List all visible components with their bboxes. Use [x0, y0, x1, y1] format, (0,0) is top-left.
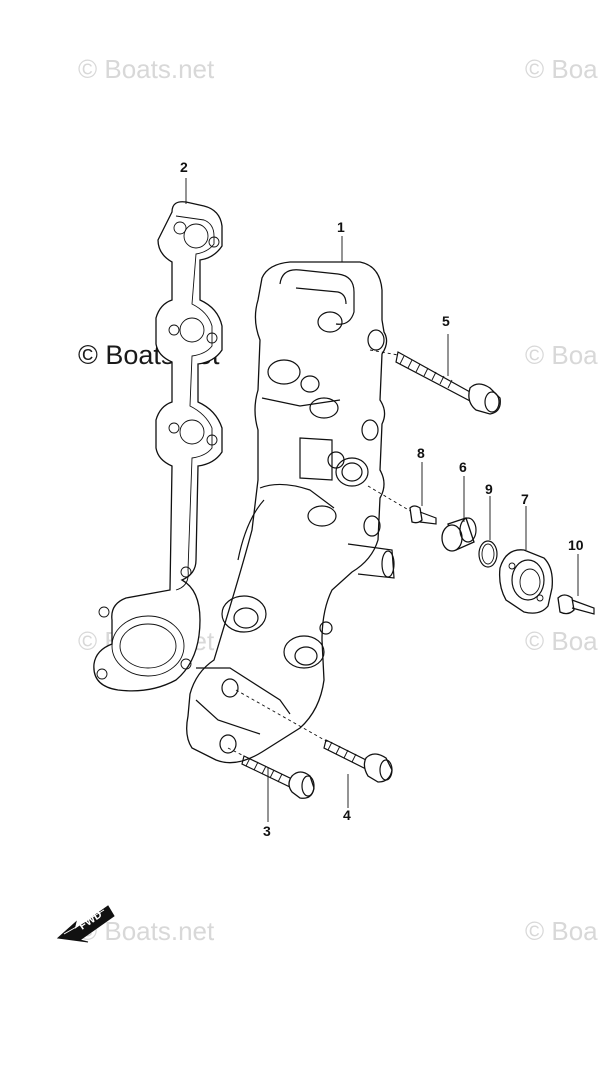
bolt-part-4[interactable]: [235, 689, 393, 783]
callout-9: 9: [485, 481, 493, 497]
callout-1: 1: [337, 219, 345, 235]
cover-part-7[interactable]: [498, 549, 553, 614]
thermostat-part-6[interactable]: [441, 517, 477, 552]
bolt-part-10[interactable]: [557, 594, 595, 615]
callout-10: 10: [568, 537, 584, 553]
callout-4: 4: [343, 807, 351, 823]
callout-6: 6: [459, 459, 467, 475]
bolt-part-5[interactable]: [369, 349, 501, 415]
manifold-part-1[interactable]: [186, 261, 395, 764]
callout-5: 5: [442, 313, 450, 329]
leader-lines: [185, 178, 579, 822]
o-ring-part-9[interactable]: [478, 540, 498, 568]
gasket-part-2[interactable]: [93, 201, 223, 692]
bolt-part-8[interactable]: [367, 485, 437, 525]
fwd-arrow-icon: FWD: [56, 905, 115, 943]
bolt-part-3[interactable]: [227, 747, 315, 799]
callout-2: 2: [180, 159, 188, 175]
callout-7: 7: [521, 491, 529, 507]
callout-8: 8: [417, 445, 425, 461]
callout-3: 3: [263, 823, 271, 839]
